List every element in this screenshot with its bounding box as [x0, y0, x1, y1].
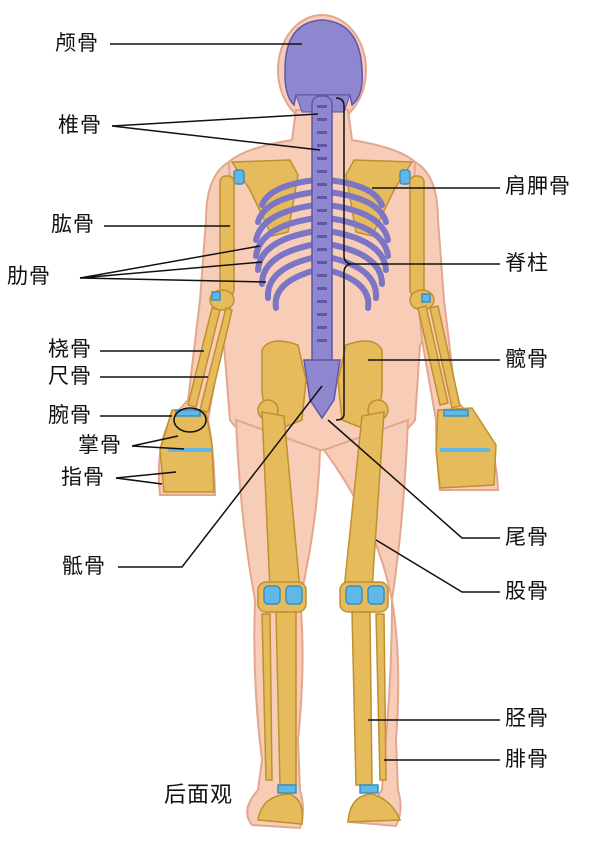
arm-bones — [159, 175, 497, 493]
leg-bones — [257, 399, 402, 825]
view-caption: 后面观 — [164, 783, 234, 808]
label-humerus: 肱骨 — [51, 212, 95, 236]
leader-lines — [79, 43, 500, 761]
label-scapula: 肩胛骨 — [505, 174, 571, 198]
label-fibula: 腓骨 — [505, 747, 549, 771]
label-spine: 脊柱 — [505, 251, 549, 275]
label-hip-bone: 髋骨 — [505, 347, 549, 371]
label-ribs: 肋骨 — [7, 264, 51, 288]
label-coccyx: 尾骨 — [505, 525, 549, 549]
label-carpals: 腕骨 — [48, 403, 92, 427]
label-femur: 股骨 — [505, 579, 549, 603]
label-sacrum: 骶骨 — [62, 554, 106, 578]
label-phalanges: 指骨 — [61, 465, 105, 489]
label-metacarpals: 掌骨 — [78, 433, 122, 457]
label-skull: 颅骨 — [55, 31, 99, 55]
vertebral-column — [303, 95, 341, 420]
label-radius: 桡骨 — [48, 337, 92, 361]
label-ulna: 尺骨 — [48, 364, 92, 388]
label-tibia: 胫骨 — [505, 706, 549, 730]
label-vertebrae: 椎骨 — [58, 113, 102, 137]
